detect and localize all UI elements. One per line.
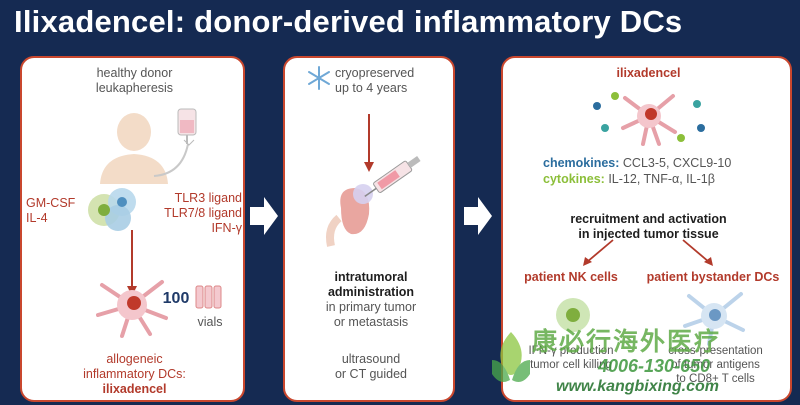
vials-count: 100 [162,290,190,307]
guide-line2: or CT guided [334,367,408,381]
watermark-phone: 4006-130-650 [598,356,711,376]
dc-line2: of tumor antigens [671,359,760,371]
panel-mechanism: ilixadencel chemokines: CCL3-5, CXCL9-10… [501,56,792,402]
nk-line1: IFN-γ production [528,345,614,357]
recruit-line2: in injected tumor tissue [578,227,719,241]
branch-arrows-icon [583,239,713,266]
monocyte-cluster-icon [88,188,136,231]
nk-cell-icon [556,298,590,332]
chemokines-line: chemokines: CCL3-5, CXCL9-10 [543,156,783,171]
mechanism-header: ilixadencel [616,66,681,80]
panel-administration: cryopreserved up to 4 years intratumoral… [283,56,455,402]
donor-label-line1: healthy donor [96,66,173,80]
admin-line1: intratumoral [334,270,408,284]
admin-line3: in primary tumor [325,300,417,314]
product-line2: inflammatory DCs: [83,367,186,381]
donor-label-line2: leukapheresis [95,81,174,95]
donor-silhouette-icon [100,108,197,184]
snowflake-icon [308,66,330,90]
vials-icon [195,285,222,309]
bystander-dc-icon [683,292,745,346]
cryo-line1: cryopreserved [335,66,415,80]
dc-line1: cross-presentation [668,345,763,357]
nk-line2: tumor cell killing [530,359,612,371]
vials-label: vials [197,315,223,329]
flow-arrow-icon [464,197,492,235]
dendritic-cell-icon [96,280,168,338]
down-arrow-icon [364,114,374,172]
factor-ifn-gamma: IFN-γ [211,221,242,235]
recruit-line1: recruitment and activation [570,212,727,226]
product-name: ilixadencel [102,382,167,396]
watermark-name: 康必行海外医疗 [532,328,722,356]
page-title: Ilixadencel: donor-derived inflammatory … [14,4,683,39]
factor-tlr3: TLR3 ligand [174,191,242,205]
dc-line3: to CD8+ T cells [676,373,755,385]
nk-title: patient NK cells [524,270,618,284]
cytokines-value: IL-12, TNF-α, IL-1β [608,172,715,186]
guide-line1: ultrasound [341,352,401,366]
watermark-logo-icon [492,332,530,382]
factor-il-4: IL-4 [26,211,48,225]
factor-tlr78: TLR7/8 ligand [164,206,242,220]
product-line1: allogeneic [106,352,163,366]
admin-line2: administration [327,285,415,299]
chemokines-value: CCL3-5, CXCL9-10 [622,156,732,170]
watermark-url: www.kangbixing.com [556,378,719,395]
dc-title: patient bystander DCs [646,270,780,284]
cytokines-label: cytokines: [543,172,605,186]
factor-gm-csf: GM-CSF [26,196,76,210]
flow-arrow-icon [250,197,278,235]
dc-secretion-icon [593,92,705,146]
chemokines-label: chemokines: [543,156,620,170]
cryo-line2: up to 4 years [335,81,408,95]
admin-line4: or metastasis [333,315,409,329]
panel-donor-derivation: healthy donor leukapheresis GM-CSF IL-4 … [20,56,245,402]
cytokines-line: cytokines: IL-12, TNF-α, IL-1β [543,172,783,187]
syringe-injection-icon [326,156,421,247]
